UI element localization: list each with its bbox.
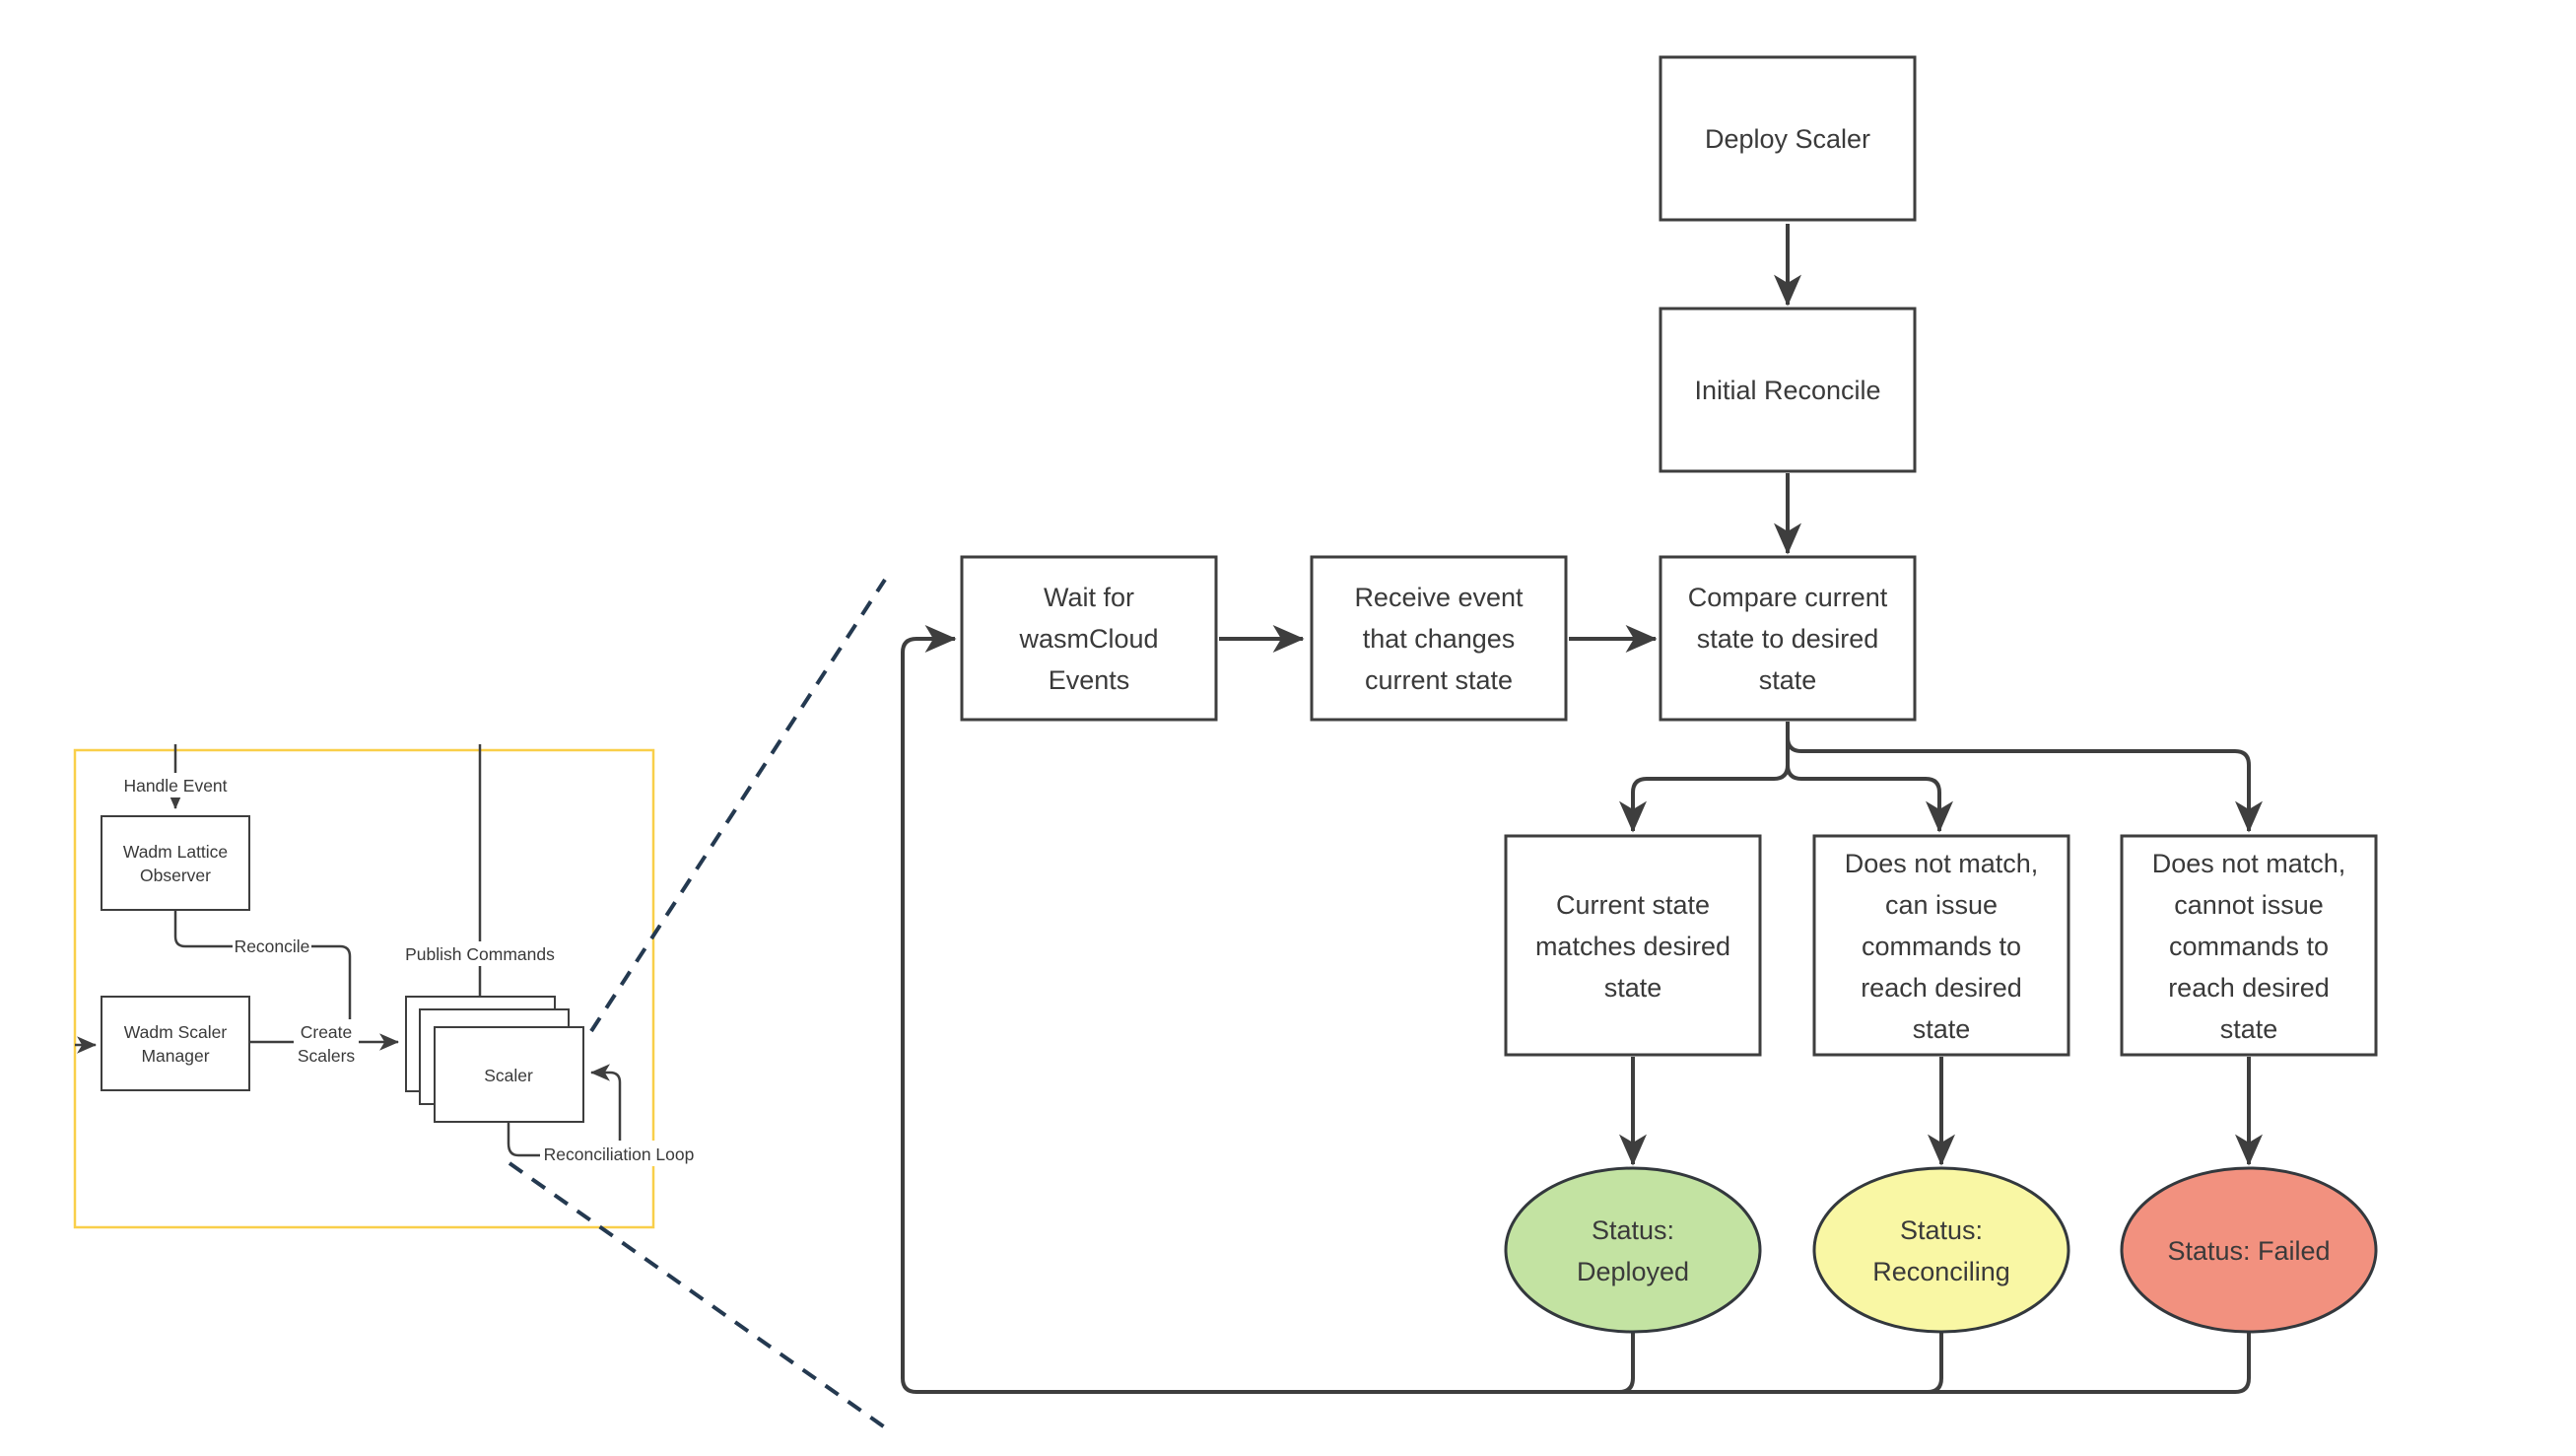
node-initial-reconcile-label: Initial Reconcile xyxy=(1694,376,1880,405)
edge-label-publish-commands: Publish Commands xyxy=(405,944,555,964)
label-bg xyxy=(124,773,227,797)
node-cannot-issue-commands-label: reach desired xyxy=(2168,973,2330,1003)
label-bg xyxy=(294,1019,359,1068)
node-wadm-lattice-observer-label: Observer xyxy=(140,866,211,885)
node-can-issue-commands-label: reach desired xyxy=(1861,973,2022,1003)
node-wadm-scaler-manager xyxy=(101,996,250,1091)
status-deployed-node xyxy=(1504,1166,1762,1334)
label-bg xyxy=(233,934,311,958)
edge-compare-to-match xyxy=(1619,722,1790,833)
edge-loop-back-to-wait xyxy=(901,625,2251,1394)
node-wadm-lattice-observer-label: Wadm Lattice xyxy=(123,842,228,862)
node-receive-event-label: that changes xyxy=(1363,624,1516,654)
zoom-callout-line-top xyxy=(589,578,887,1033)
edge-reconciling-join-loop xyxy=(1927,1333,1943,1394)
edge-compare-to-can-issue xyxy=(1786,764,1953,833)
label-bg xyxy=(407,941,553,966)
status-reconciling-label: Status: xyxy=(1900,1215,1983,1245)
node-wadm-scaler-manager-label: Wadm Scaler xyxy=(124,1022,228,1042)
node-can-issue-commands-label: state xyxy=(1913,1014,1971,1044)
node-wait-for-events-label: Events xyxy=(1049,665,1130,695)
edge-label-handle-event: Handle Event xyxy=(123,776,227,796)
node-can-issue-commands-label: commands to xyxy=(1862,932,2021,961)
node-state-matches-label: state xyxy=(1604,973,1662,1003)
node-deploy-scaler xyxy=(1659,55,1917,222)
node-wait-for-events-label: Wait for xyxy=(1044,583,1134,612)
node-cannot-issue-commands-label: Does not match, xyxy=(2152,849,2346,878)
node-can-issue-commands-label: Does not match, xyxy=(1845,849,2039,878)
node-receive-event xyxy=(1310,555,1568,722)
node-cannot-issue-commands-label: commands to xyxy=(2169,932,2329,961)
edge-deployed-join-loop xyxy=(1618,1333,1635,1394)
node-compare-state-label: state xyxy=(1759,665,1817,695)
node-scaler-stack: Scaler xyxy=(405,996,584,1123)
node-receive-event-label: Receive event xyxy=(1354,583,1524,612)
node-scaler-label: Scaler xyxy=(484,1066,533,1085)
edge-label-reconciliation-loop: Reconciliation Loop xyxy=(544,1144,695,1164)
node-state-matches-label: Current state xyxy=(1556,890,1710,920)
node-cannot-issue-commands-label: state xyxy=(2220,1014,2278,1044)
status-reconciling-label: Reconciling xyxy=(1872,1257,2010,1286)
status-reconciling-node xyxy=(1812,1166,2070,1334)
node-state-matches-label: matches desired xyxy=(1535,932,1730,961)
edge-label-create-scalers: Scalers xyxy=(298,1046,356,1066)
node-cannot-issue-commands-label: cannot issue xyxy=(2174,890,2324,920)
node-wadm-lattice-observer xyxy=(101,815,250,911)
node-can-issue-commands-label: can issue xyxy=(1885,890,1998,920)
edge-label-create-scalers: Create xyxy=(301,1022,353,1042)
node-can-issue-commands xyxy=(1812,834,2070,1057)
edge-label-reconcile: Reconcile xyxy=(235,936,310,956)
status-deployed-label: Deployed xyxy=(1577,1257,1689,1286)
overview-diagram: Wadm Lattice Observer Wadm Scaler Manage… xyxy=(73,578,894,1434)
node-compare-state-label: Compare current xyxy=(1688,583,1888,612)
zoom-callout-line-bottom xyxy=(508,1161,894,1434)
overview-frame xyxy=(73,748,655,1229)
node-scaler xyxy=(434,1026,584,1123)
label-bg xyxy=(540,1141,698,1166)
node-deploy-scaler-label: Deploy Scaler xyxy=(1705,124,1870,154)
node-compare-state-label: state to desired xyxy=(1697,624,1879,654)
reconciliation-flowchart: Deploy Scaler Initial Reconcile Wait for… xyxy=(901,55,2378,1394)
edge-compare-to-cannot-issue xyxy=(1786,736,2263,833)
node-state-matches xyxy=(1504,834,1762,1057)
node-initial-reconcile xyxy=(1659,307,1917,473)
status-failed-node xyxy=(2120,1166,2378,1334)
status-deployed-label: Status: xyxy=(1592,1215,1674,1245)
node-wait-for-events xyxy=(960,555,1218,722)
node-wait-for-events-label: wasmCloud xyxy=(1018,624,1158,654)
node-receive-event-label: current state xyxy=(1365,665,1513,695)
status-failed-label: Status: Failed xyxy=(2167,1236,2330,1266)
node-compare-state xyxy=(1659,555,1917,722)
node-cannot-issue-commands xyxy=(2120,834,2378,1057)
node-wadm-scaler-manager-label: Manager xyxy=(141,1046,209,1066)
